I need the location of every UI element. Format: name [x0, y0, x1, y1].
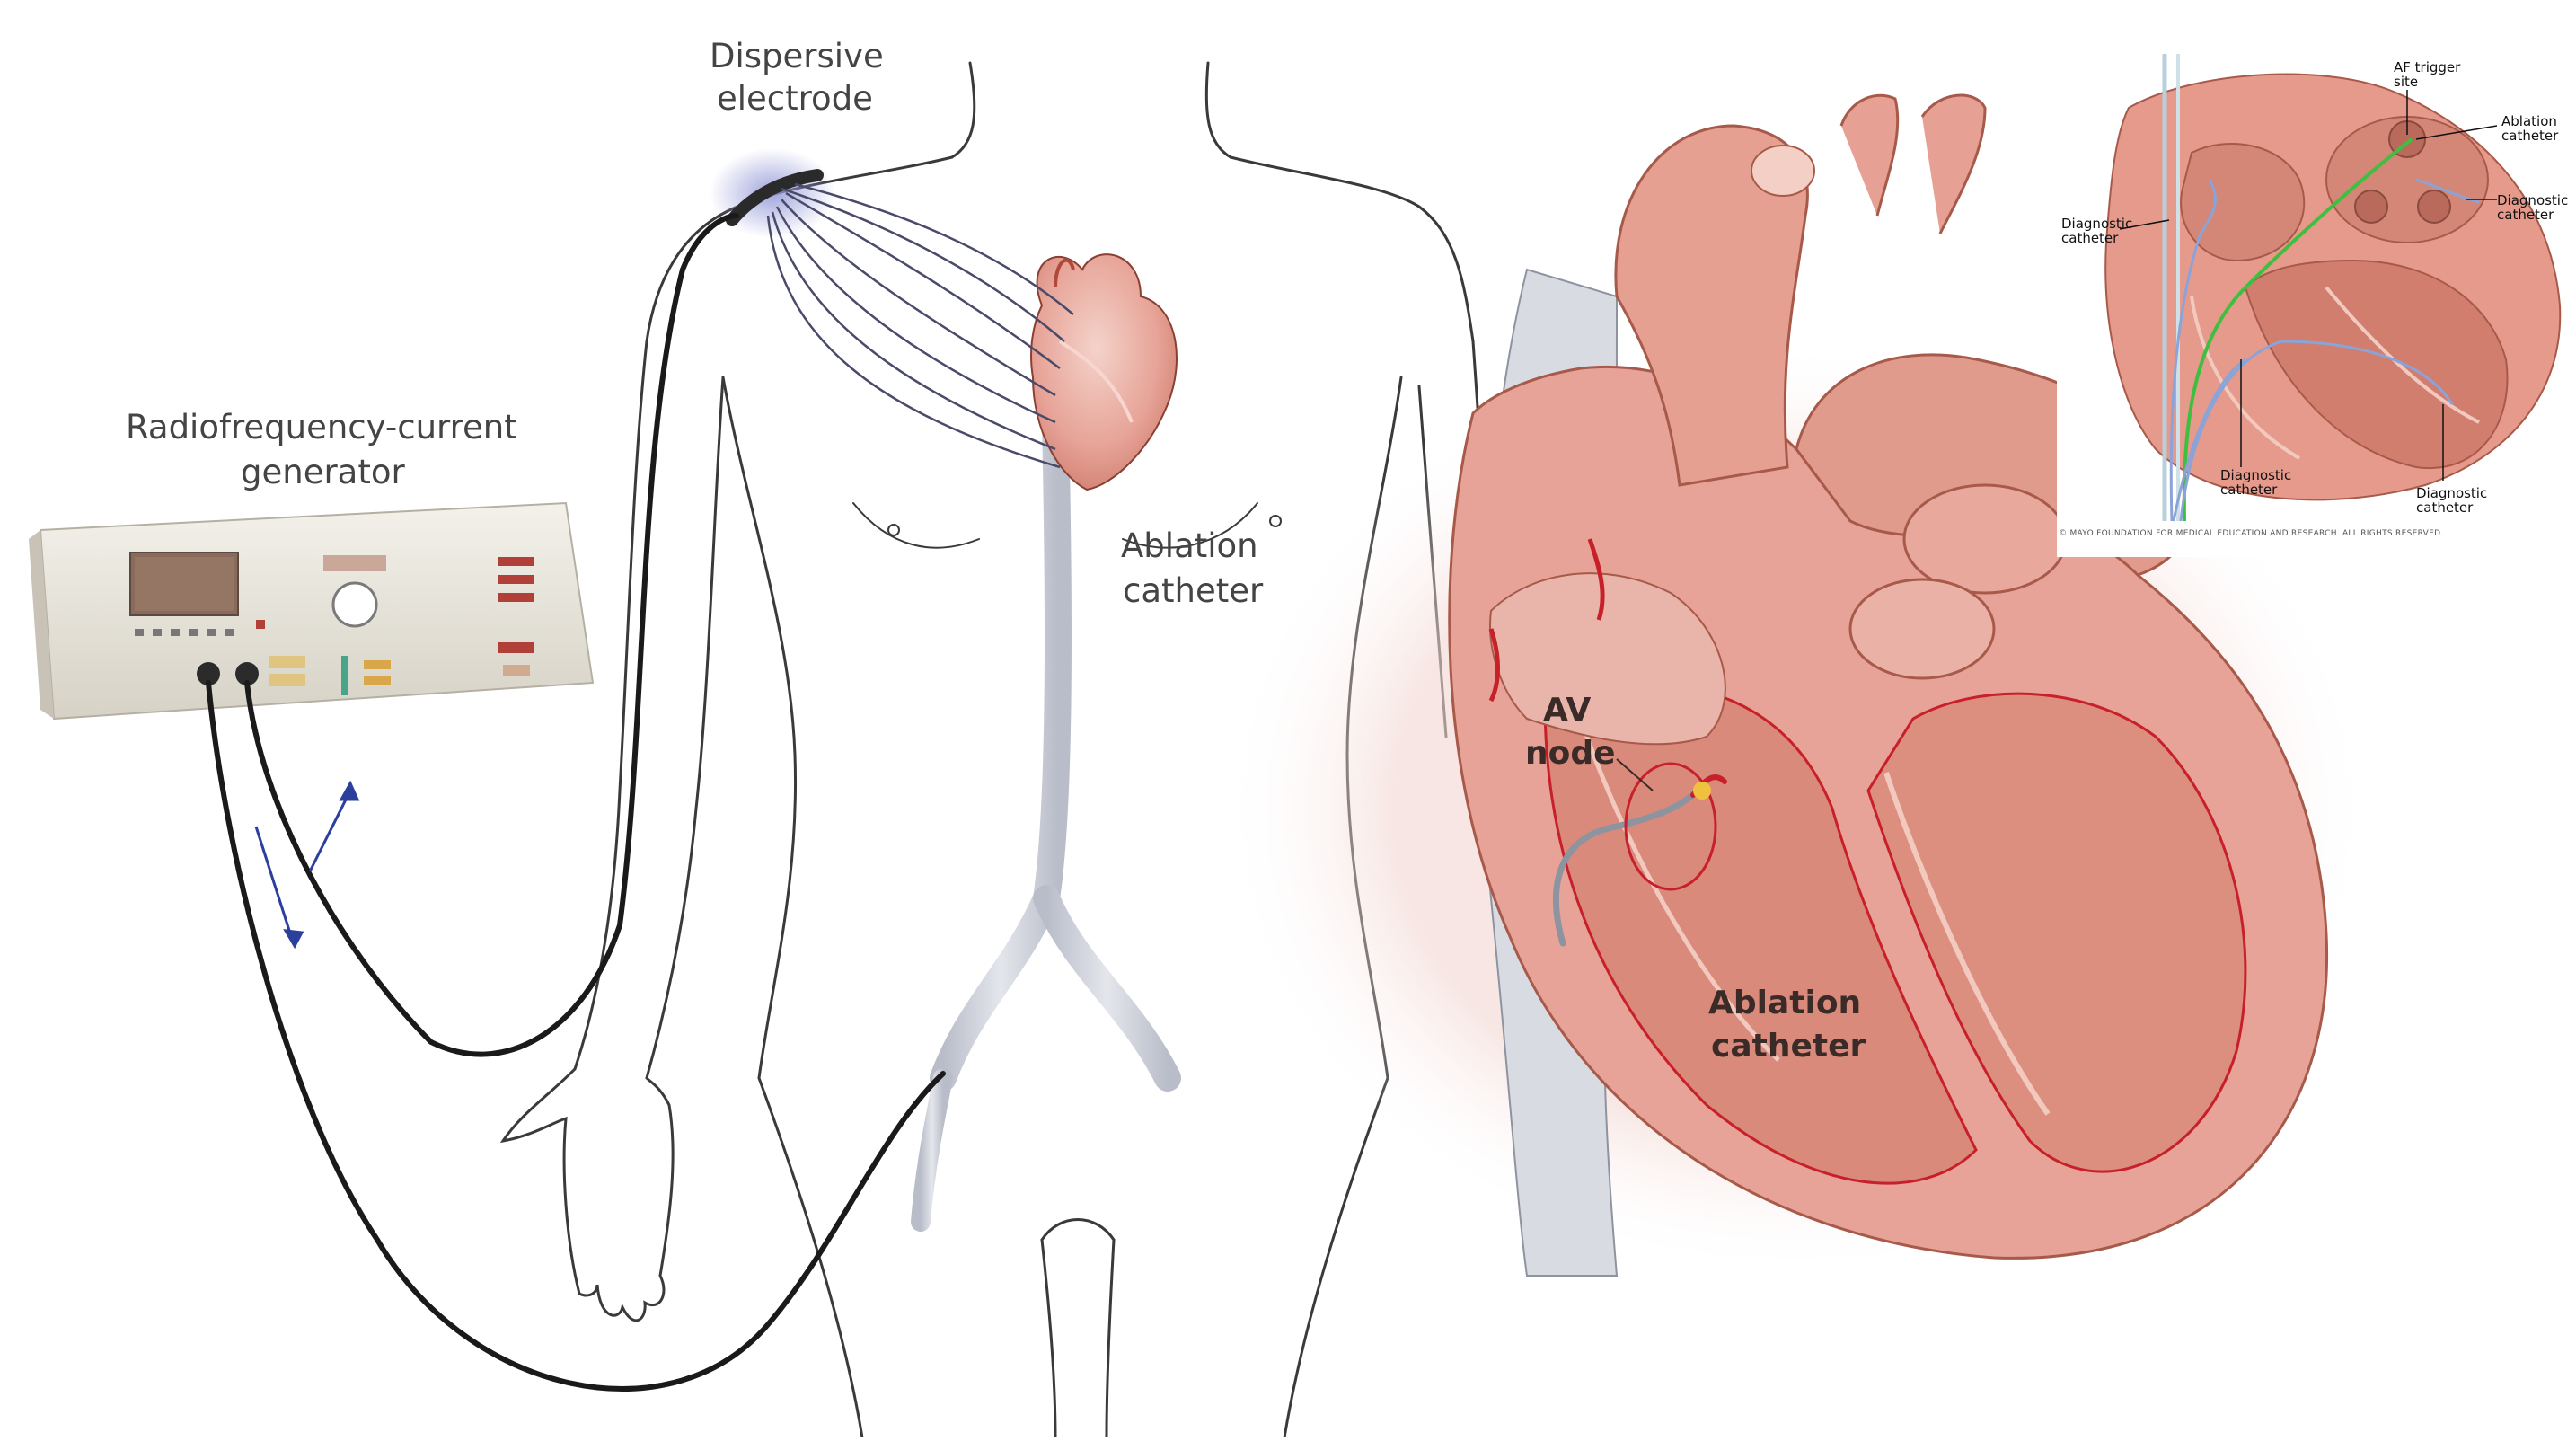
inset-label-diagnostic-bottom-mid-line2: catheter	[2220, 482, 2278, 498]
inset-label-diagnostic-right-line2: catheter	[2497, 207, 2554, 223]
label-ablation-catheter-body-line2: catheter	[1123, 571, 1264, 610]
label-av-node-line1: AV	[1543, 692, 1591, 729]
chest-heart	[1031, 254, 1177, 490]
label-generator-line2: generator	[241, 453, 405, 491]
label-dispersive-electrode-line1: Dispersive	[710, 37, 884, 75]
label-dispersive-electrode-line2: electrode	[717, 79, 873, 118]
label-av-node-line2: node	[1525, 735, 1616, 772]
inset-label-ablation-catheter-line2: catheter	[2501, 128, 2559, 144]
dispersive-electrode	[710, 148, 835, 238]
rf-generator-device	[29, 503, 593, 719]
label-ablation-catheter-body-line1: Ablation	[1121, 526, 1258, 565]
label-ablation-catheter-heart-line1: Ablation	[1708, 985, 1861, 1021]
label-ablation-catheter-heart-line2: catheter	[1711, 1028, 1866, 1065]
inset-label-diagnostic-bottom-right-line2: catheter	[2416, 499, 2474, 516]
generator-dial	[333, 583, 376, 626]
inset-label-af-trigger-line2: site	[2394, 74, 2418, 90]
inset-copyright: © MAYO FOUNDATION FOR MEDICAL EDUCATION …	[2059, 529, 2443, 538]
generator-cables	[208, 216, 943, 1389]
inset-label-diagnostic-left-line2: catheter	[2061, 230, 2119, 246]
label-generator-line1: Radiofrequency-current	[126, 408, 517, 446]
inset-panel	[2057, 54, 2576, 557]
